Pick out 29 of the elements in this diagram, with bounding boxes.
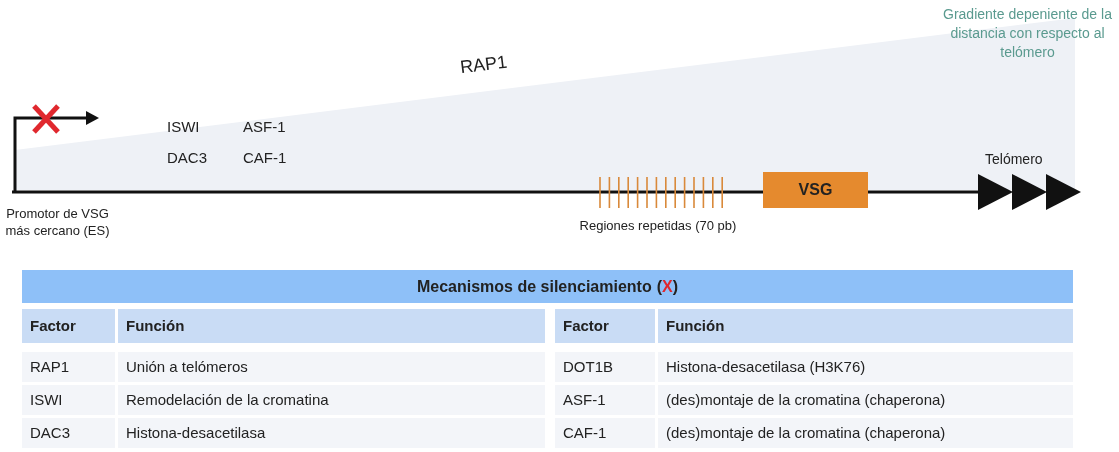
table-cell: Unión a telómeros [118,352,545,382]
table-cell: (des)montaje de la cromatina (chaperona) [658,418,1073,448]
table-header-cell: Función [658,309,1073,343]
table-header-cell: Función [118,309,545,343]
gradient-label: RAP1 [458,50,510,80]
table-cell: DAC3 [22,418,115,448]
table-cell: Remodelación de la cromatina [118,385,545,415]
gradient-note: Gradiente depeniente de la distancia con respecto al telómero [942,5,1113,62]
table-header-cell: Factor [555,309,655,343]
factor-label: CAF-1 [243,148,288,168]
table-cell: (des)montaje de la cromatina (chaperona) [658,385,1073,415]
table-cell: Histona-desacetilasa (H3K76) [658,352,1073,382]
table-cell: DOT1B [555,352,655,382]
repeat-regions-label: Regiones repetidas (70 pb) [578,217,738,234]
telomere-label: Telómero [985,150,1044,169]
factor-label: DAC3 [167,148,208,168]
table-title-band [22,270,1073,303]
table-cell: CAF-1 [555,418,655,448]
table-cell: Histona-desacetilasa [118,418,545,448]
table-cell: RAP1 [22,352,115,382]
table-cell: ASF-1 [555,385,655,415]
factor-label: ISWI [167,117,201,137]
table-title: Mecanismos de silenciamiento [416,276,652,297]
factor-label: ASF-1 [243,117,287,137]
table-cell: ISWI [22,385,115,415]
cross-note: (X) [656,276,679,297]
promoter-label: Promotor de VSG más cercano (ES) [4,205,111,239]
gene-box: VSG [763,172,868,208]
table-header-cell: Factor [22,309,115,343]
